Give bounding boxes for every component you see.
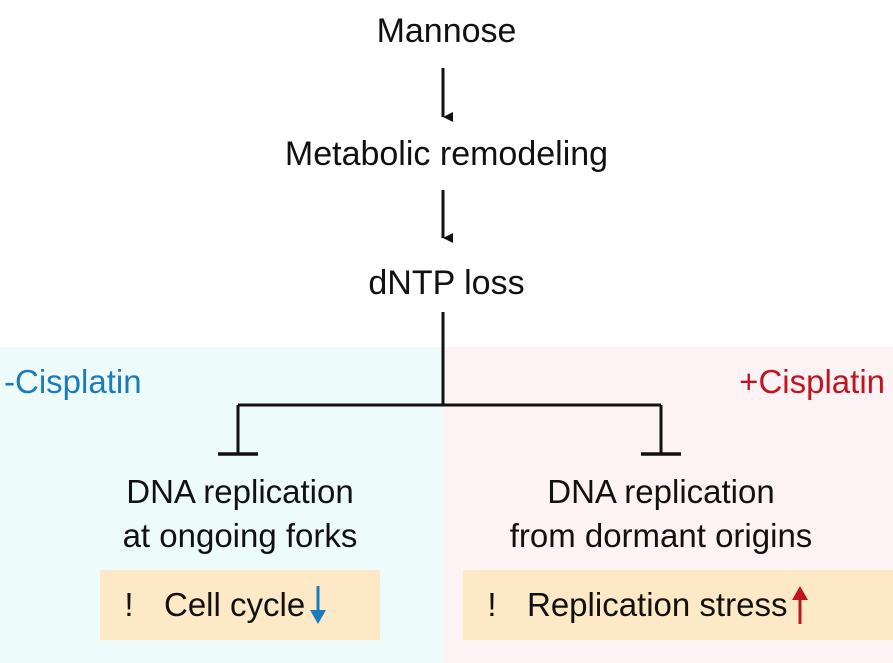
cell-cycle-note: ! Cell cycle xyxy=(100,570,380,640)
outcome-right-line-2: from dormant origins xyxy=(509,517,813,554)
metabolic-remodeling-node: Metabolic remodeling xyxy=(284,135,609,173)
replication-ongoing-forks-node: DNA replication at ongoing forks xyxy=(30,470,450,558)
plus-cisplatin-label: +Cisplatin xyxy=(739,363,885,400)
cell-cycle-label: Cell cycle xyxy=(164,586,306,623)
replication-stress-note: ! Replication stress xyxy=(463,570,893,640)
arrow-down-icon xyxy=(310,586,327,624)
arrow-up-icon xyxy=(792,586,809,624)
exclamation-icon: ! xyxy=(487,586,497,623)
exclamation-icon: ! xyxy=(124,586,134,623)
mannose-node: Mannose xyxy=(376,12,517,50)
replication-stress-label: Replication stress xyxy=(527,586,788,623)
dntp-loss-node: dNTP loss xyxy=(368,264,525,302)
outcome-left-line-1: DNA replication xyxy=(126,473,354,510)
outcome-left-line-2: at ongoing forks xyxy=(122,517,358,554)
outcome-right-line-1: DNA replication xyxy=(547,473,775,510)
replication-dormant-origins-node: DNA replication from dormant origins xyxy=(451,470,871,558)
minus-cisplatin-label: -Cisplatin xyxy=(4,363,142,400)
